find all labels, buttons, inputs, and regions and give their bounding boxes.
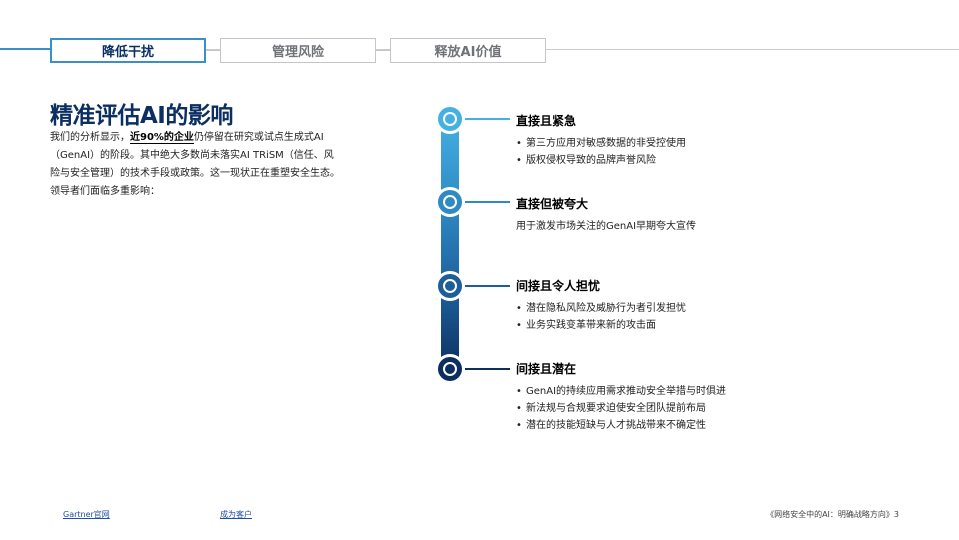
impact-bullet: GenAI的持续应用需求推动安全举措与时俱进 [516,383,726,400]
tab-connector [376,50,390,51]
impact-title: 直接且紧急 [516,114,577,128]
footer-link-become-client[interactable]: 成为客户 [220,510,252,519]
timeline-node-4 [435,354,465,384]
timeline-node-core [443,279,457,293]
intro-highlight: 近90%的企业 [130,132,194,144]
impact-block-1: 直接且紧急 第三方应用对敏感数据的非受控使用 版权侵权导致的品牌声誉风险 [516,112,686,169]
timeline-node-core [443,195,457,209]
impact-title: 间接且潜在 [516,362,577,376]
timeline-node-3 [435,271,465,301]
impact-bullet: 业务实践变革带来新的攻击面 [516,317,686,334]
timeline-node-ring [438,357,462,381]
timeline-node-2 [435,187,465,217]
timeline-node-ring [438,274,462,298]
timeline-connector-4 [465,368,510,370]
impact-text: 用于激发市场关注的GenAI早期夸大宣传 [516,221,697,232]
page-title: 精准评估AI的影响 [50,103,233,129]
tab-bar-accent [0,48,52,50]
impact-bullet: 第三方应用对敏感数据的非受控使用 [516,135,686,152]
tab-reduce-disruption[interactable]: 降低干扰 [50,38,206,63]
timeline-node-1 [435,104,465,134]
impact-title: 直接但被夸大 [516,197,589,211]
intro-paragraph: 我们的分析显示，近90%的企业仍停留在研究或试点生成式AI（GenAI）的阶段。… [50,129,342,201]
timeline-connector-2 [465,201,510,203]
intro-text-after: 仍停留在研究或试点生成式AI（GenAI）的阶段。其中绝大多数尚未落实AI TR… [50,132,340,197]
impact-bullet: 潜在的技能短缺与人才挑战带来不确定性 [516,417,726,434]
impact-block-4: 间接且潜在 GenAI的持续应用需求推动安全举措与时俱进 新法规与合规要求迫使安… [516,360,726,434]
footer-page-label: 《网络安全中的AI：明确战略方向》3 [766,510,899,519]
impact-bullet: 潜在隐私风险及威胁行为者引发担忧 [516,300,686,317]
intro-text-before: 我们的分析显示， [50,132,130,143]
tab-unlock-ai-value[interactable]: 释放AI价值 [390,38,546,63]
timeline-connector-3 [465,285,510,287]
impact-bullet: 新法规与合规要求迫使安全团队提前布局 [516,400,726,417]
timeline-connector-1 [465,118,510,120]
impact-block-3: 间接且令人担忧 潜在隐私风险及威胁行为者引发担忧 业务实践变革带来新的攻击面 [516,277,686,334]
footer-link-gartner[interactable]: Gartner官网 [63,510,110,519]
impact-block-2: 直接但被夸大 用于激发市场关注的GenAI早期夸大宣传 [516,195,696,235]
tab-connector [206,50,220,51]
tab-manage-risk[interactable]: 管理风险 [220,38,376,63]
timeline-bar [441,116,459,372]
timeline-node-ring [438,107,462,131]
impact-bullet: 版权侵权导致的品牌声誉风险 [516,152,686,169]
timeline-node-core [443,112,457,126]
impact-title: 间接且令人担忧 [516,279,601,293]
timeline-node-core [443,362,457,376]
timeline-node-ring [438,190,462,214]
